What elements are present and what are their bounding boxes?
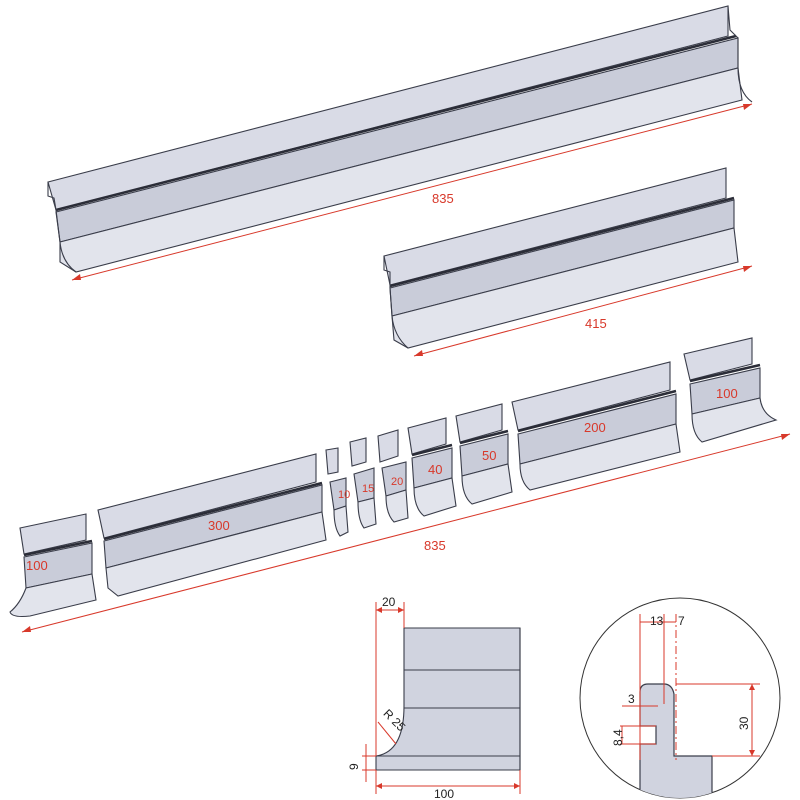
long-segment-groove: [55, 34, 737, 212]
piece-20: [377, 429, 409, 523]
profile-base-height-label: 9: [347, 763, 361, 770]
profile-width-bottom-label: 100: [434, 787, 454, 800]
medium-segment-length-label: 415: [585, 316, 607, 331]
arrow-down-icon: [749, 750, 755, 756]
piece-10: [325, 447, 349, 537]
piece-50: [455, 403, 513, 505]
arrow-right-icon: [398, 607, 404, 613]
groove-dim-a-label: 13: [650, 614, 664, 628]
medium-segment-groove: [389, 196, 735, 288]
medium-segment-end-profile: [383, 256, 409, 349]
piece-100-right: [683, 337, 778, 443]
medium-segment-tang: [383, 167, 727, 286]
piece-200: [511, 361, 681, 491]
long-segment-lower-face: [59, 67, 743, 273]
piece-label-100-left: 100: [26, 558, 48, 573]
long-segment-far-end: [727, 5, 753, 103]
long-segment-dimension-line: [71, 103, 753, 281]
arrow-right-icon: [743, 266, 752, 272]
arrow-right-icon: [514, 783, 520, 789]
arrow-up-icon: [749, 684, 755, 690]
piece-label-300: 300: [208, 518, 230, 533]
groove-dim-e-label: 30: [737, 716, 751, 730]
profile-width-top-label: 20: [382, 595, 396, 609]
segmented-set: 100 300 10 15 20 40 50 200 100 835: [9, 337, 791, 633]
groove-dim-c-label: 3: [628, 692, 635, 706]
piece-label-20: 20: [391, 476, 403, 488]
arrow-left-icon: [376, 783, 382, 789]
groove-detail: 13 7 3 8,4 30: [579, 597, 781, 799]
medium-segment-lower-face: [391, 227, 739, 349]
long-segment-length-label: 835: [432, 191, 454, 206]
profile-body: [375, 627, 521, 771]
arrow-left-icon: [376, 607, 382, 613]
piece-300: [97, 453, 327, 597]
medium-segment: 415: [383, 167, 753, 357]
long-segment-tang: [47, 5, 729, 211]
groove-dim-d-label: 8,4: [611, 729, 625, 746]
piece-label-200: 200: [584, 420, 606, 435]
segmented-set-total-label: 835: [424, 538, 446, 553]
piece-label-50: 50: [482, 448, 496, 463]
long-segment: 835: [47, 5, 753, 281]
long-segment-end-profile: [47, 182, 77, 273]
piece-label-10: 10: [338, 489, 350, 501]
arrow-left-icon: [22, 626, 31, 632]
arrow-right-icon: [743, 104, 752, 110]
groove-dim-b-label: 7: [678, 614, 685, 628]
segmented-set-dimension-line: [21, 433, 791, 633]
piece-15: [349, 437, 377, 529]
arrow-left-icon: [414, 350, 423, 356]
medium-segment-dimension-line: [413, 265, 753, 357]
piece-100-left: [9, 513, 97, 618]
piece-label-40: 40: [428, 462, 442, 477]
piece-label-100-right: 100: [716, 386, 738, 401]
arrow-left-icon: [72, 274, 81, 280]
profile-detail: 20 R 25 9 100: [347, 595, 521, 800]
piece-label-15: 15: [362, 483, 374, 495]
arrow-right-icon: [781, 434, 790, 440]
piece-40: [407, 417, 457, 517]
